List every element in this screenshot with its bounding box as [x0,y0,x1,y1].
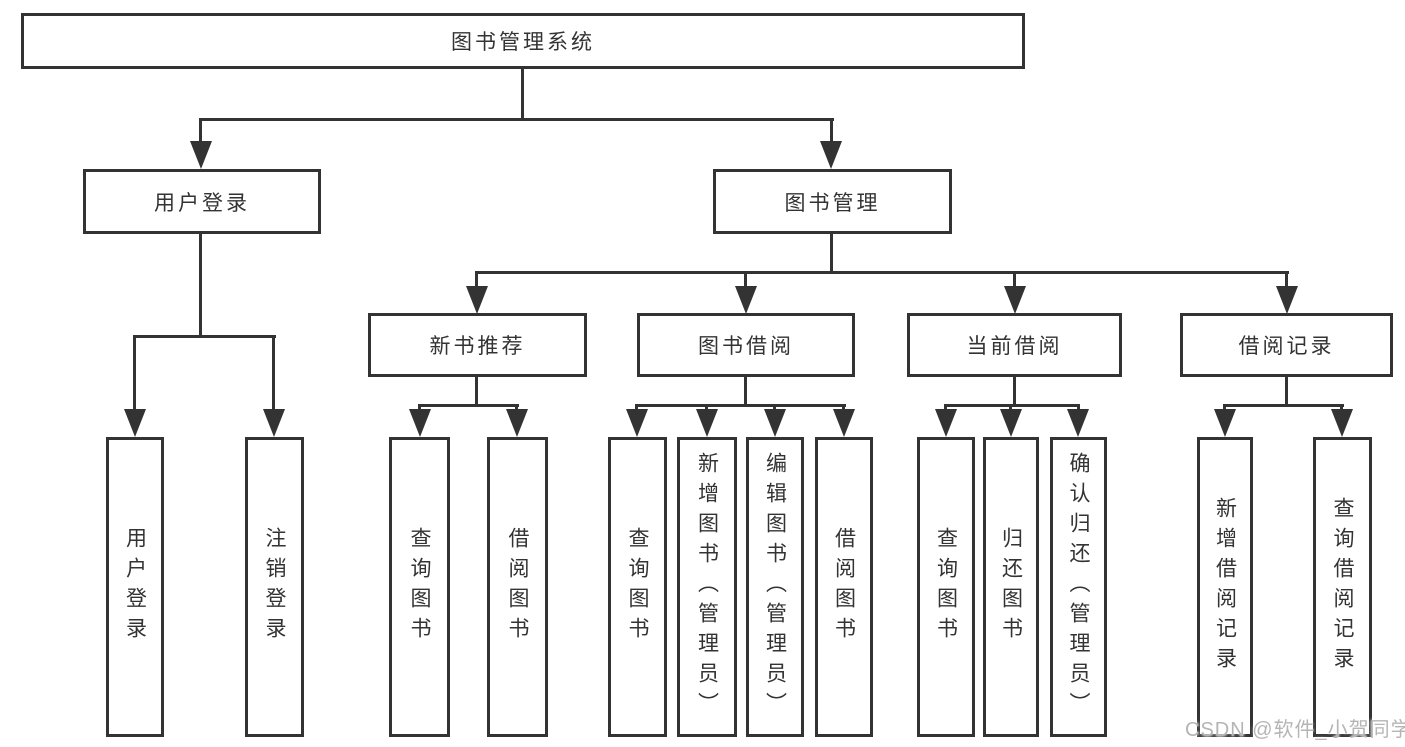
arrow-down-icon [735,286,757,314]
arrow-down-icon [1000,409,1022,437]
arrow-down-icon [764,409,786,437]
node-label: 图书借阅 [698,335,794,358]
arrow-down-icon [506,409,528,437]
connector-line [475,271,1289,274]
connector-line [199,232,202,338]
arrow-down-icon [833,409,855,437]
connector-line [521,68,524,120]
node-label: 新增图书（管理员） [695,452,719,722]
node-label: 图书管理系统 [451,31,595,54]
connector-line [133,335,276,338]
node-label: 用户登录 [154,191,250,215]
node-confirm-return-admin: 确认归还（管理员） [1050,437,1107,737]
connector-line [744,271,747,290]
node-label: 借阅图书 [506,527,529,647]
connector-line [475,271,478,290]
connector-line [1013,271,1016,290]
node-query-books: 查询图书 [389,437,450,737]
node-book-management: 图书管理 [713,169,952,234]
node-label: 确认归还（管理员） [1067,452,1090,722]
node-add-borrow-record: 新增借阅记录 [1197,437,1253,737]
node-new-book-recommend: 新书推荐 [368,313,587,377]
node-return-books: 归还图书 [983,437,1039,737]
node-label: 查询借阅记录 [1331,497,1354,677]
connector-line [475,376,478,407]
node-library-system: 图书管理系统 [21,13,1025,69]
connector-line [1285,271,1288,290]
node-label: 编辑图书（管理员） [763,452,787,722]
arrow-down-icon [820,141,842,169]
connector-line [744,376,747,407]
node-label: 查询图书 [408,527,431,647]
node-borrowing-records: 借阅记录 [1180,313,1393,377]
arrow-down-icon [124,409,146,437]
connector-line [133,335,136,415]
connector-line [830,118,833,146]
arrow-down-icon [1067,409,1089,437]
connector-line [199,118,202,146]
node-label: 当前借阅 [966,335,1063,358]
connector-line [944,404,1080,407]
connector-line [199,118,834,121]
node-label: 新增借阅记录 [1213,497,1237,677]
arrow-down-icon [1331,409,1353,437]
node-query-books: 查询图书 [917,437,975,737]
node-label: 查询图书 [626,527,649,647]
node-label: 归还图书 [999,527,1023,647]
node-user-login-leaf: 用户登录 [106,437,164,737]
connector-line [635,404,846,407]
arrow-down-icon [935,409,957,437]
arrow-down-icon [190,141,212,169]
arrow-down-icon [1004,286,1026,314]
node-label: 新书推荐 [429,335,526,358]
arrow-down-icon [1276,286,1298,314]
arrow-down-icon [263,409,285,437]
connector-line [418,404,519,407]
node-label: 图书管理 [784,191,881,215]
node-borrow-books: 借阅图书 [815,437,873,737]
node-book-borrowing: 图书借阅 [637,313,855,377]
node-query-borrow-record: 查询借阅记录 [1313,437,1372,737]
arrow-down-icon [466,286,488,314]
connector-line [1223,404,1344,407]
node-logout: 注销登录 [245,437,304,737]
node-user-login: 用户登录 [83,169,321,234]
node-label: 用户登录 [123,527,147,647]
node-label: 注销登录 [263,527,286,647]
arrow-down-icon [409,409,431,437]
arrow-down-icon [1214,409,1236,437]
connector-line [830,232,833,274]
connector-line [1013,376,1016,407]
node-label: 借阅图书 [832,527,856,647]
node-query-books: 查询图书 [608,437,667,737]
node-label: 查询图书 [934,527,958,647]
node-edit-books-admin: 编辑图书（管理员） [746,437,804,737]
arrow-down-icon [626,409,648,437]
node-borrow-books: 借阅图书 [487,437,548,737]
node-add-books-admin: 新增图书（管理员） [677,437,737,737]
node-label: 借阅记录 [1238,335,1335,358]
connector-line [272,335,275,415]
arrow-down-icon [696,409,718,437]
csdn-watermark: CSDN @软件_小贺同学 [1185,719,1405,741]
connector-line [1285,376,1288,407]
node-current-borrowing: 当前借阅 [907,313,1122,377]
